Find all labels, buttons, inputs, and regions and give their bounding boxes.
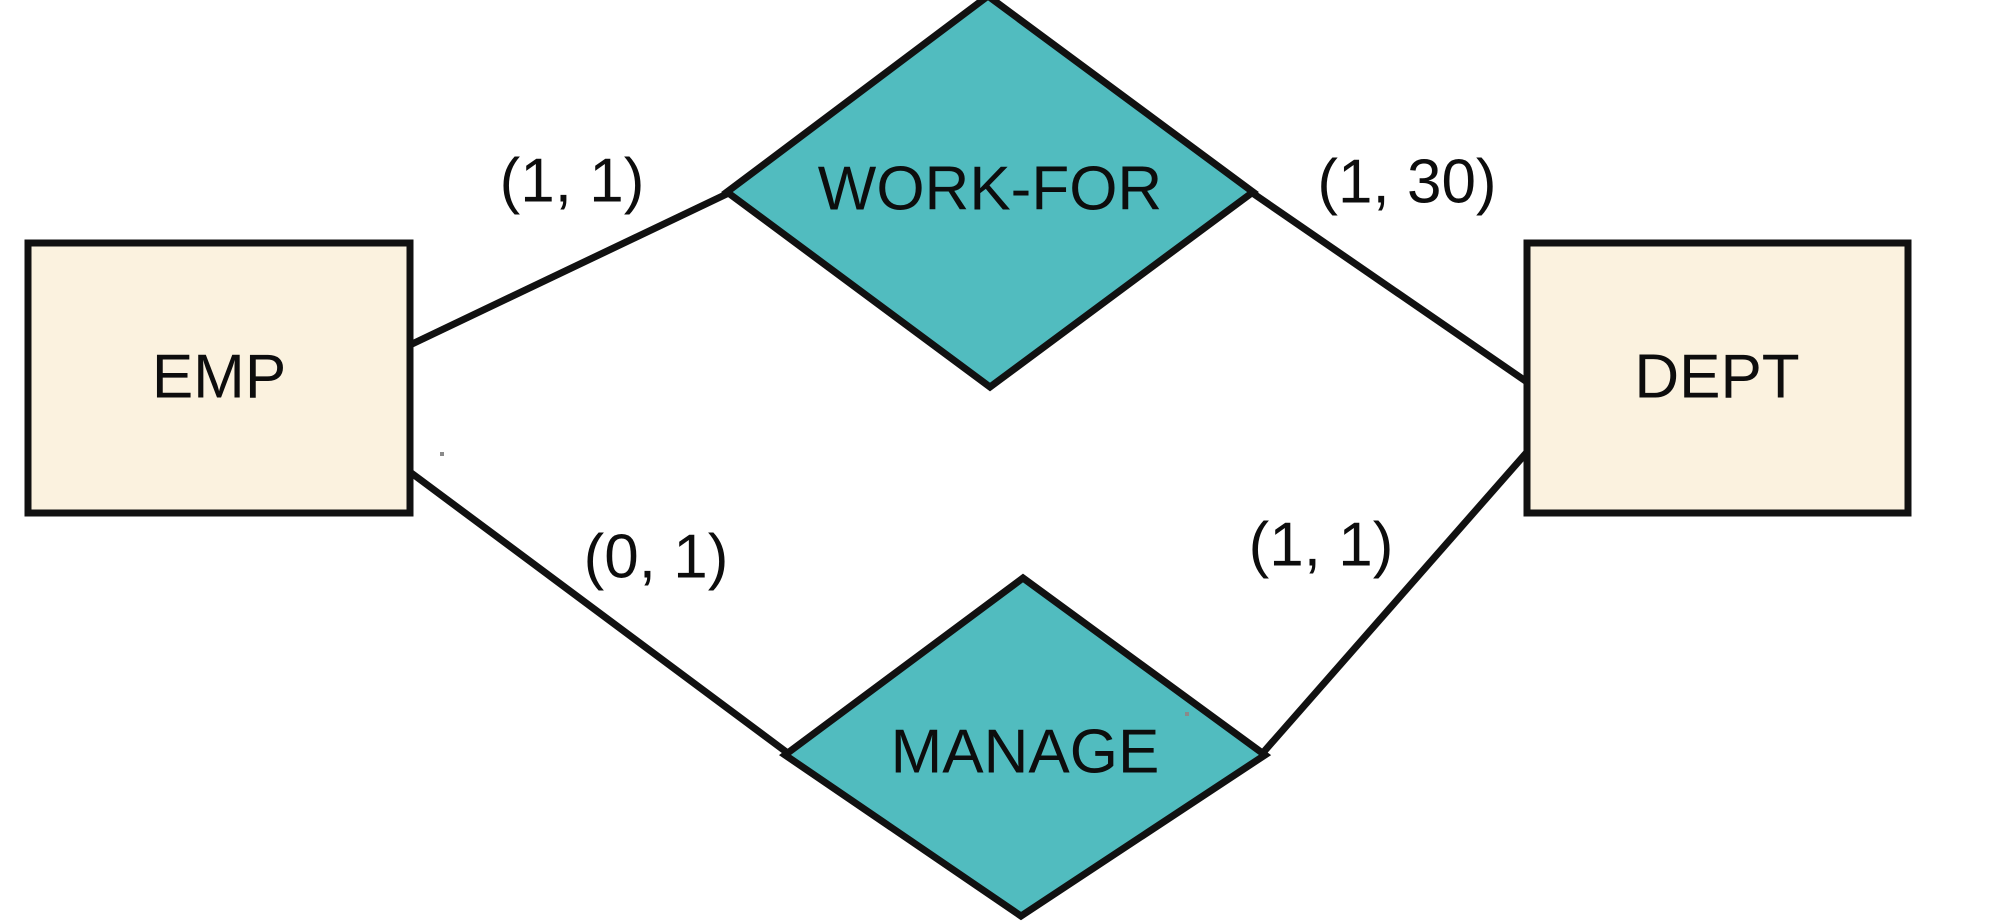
entity-dept[interactable]: DEPT	[1523, 239, 1912, 517]
connector-emp-workfor[interactable]	[408, 187, 735, 349]
entity-emp-box[interactable]	[24, 239, 414, 517]
cardinality-workfor-dept: (1, 30)	[1317, 147, 1496, 216]
entity-emp[interactable]: EMP	[24, 239, 414, 517]
scan-speck	[1185, 712, 1189, 716]
cardinality-group: (1, 1) (1, 30) (0, 1) (1, 1)	[500, 146, 1497, 591]
relationship-manage-diamond[interactable]	[778, 573, 1272, 921]
entity-emp-label: EMP	[152, 342, 286, 411]
relationship-work-for[interactable]: WORK-FOR	[721, 0, 1259, 392]
cardinality-emp-manage: (0, 1)	[584, 522, 729, 591]
connector-emp-manage[interactable]	[407, 469, 792, 757]
relationship-work-for-label: WORK-FOR	[818, 154, 1162, 223]
cardinality-manage-dept: (1, 1)	[1249, 510, 1394, 579]
connector-group	[407, 187, 1530, 758]
connector-manage-dept[interactable]	[1258, 449, 1530, 758]
scan-speck-group	[440, 452, 1189, 716]
connector-workfor-dept[interactable]	[1249, 189, 1529, 385]
scan-speck	[440, 452, 444, 456]
relationship-manage-label: MANAGE	[891, 717, 1160, 786]
cardinality-emp-workfor: (1, 1)	[500, 146, 645, 215]
entity-dept-box[interactable]	[1523, 239, 1912, 517]
entity-dept-label: DEPT	[1634, 342, 1799, 411]
relationship-manage[interactable]: MANAGE	[778, 573, 1272, 921]
relationship-work-for-diamond[interactable]	[721, 0, 1259, 392]
